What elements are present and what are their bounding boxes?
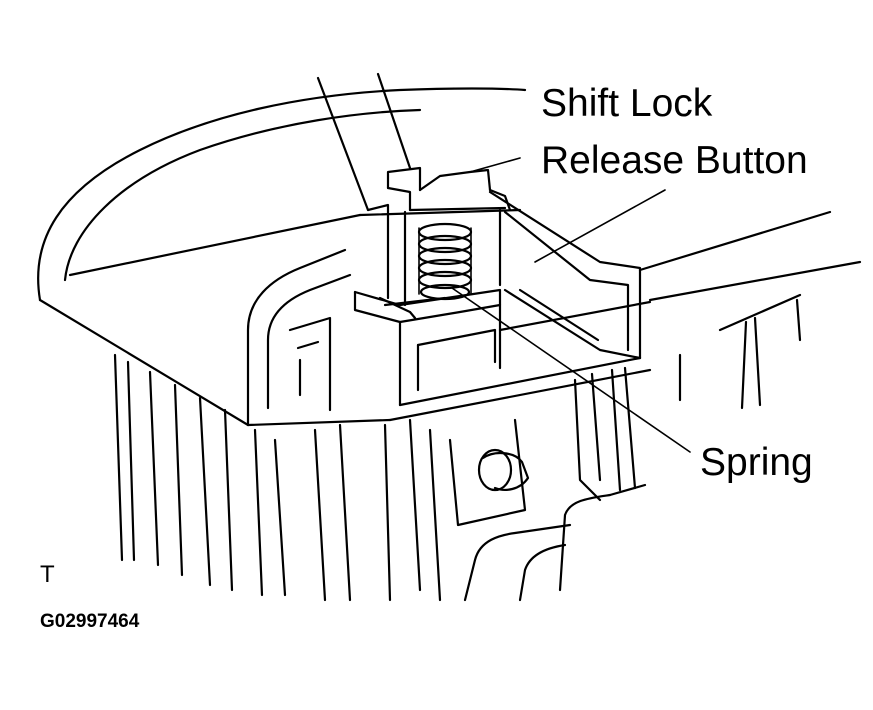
figure-code: G02997464 [40, 611, 140, 632]
spring-coils [417, 222, 473, 301]
button-arm-leader-line [534, 189, 666, 263]
callout-spring: Spring [700, 441, 813, 484]
callout-shift-lock-release-button-line1: Shift Lock [541, 82, 713, 125]
spring-leader-line [451, 287, 691, 453]
button-leader-line [469, 157, 521, 173]
callout-shift-lock-release-button-line2: Release Button [541, 139, 808, 182]
view-mark: T [40, 561, 55, 588]
